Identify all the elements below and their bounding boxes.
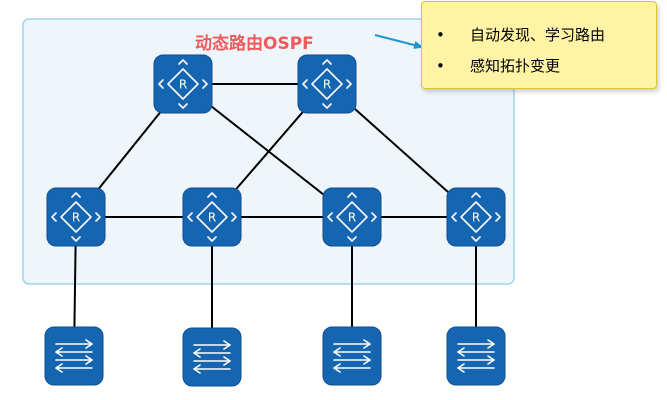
router-r6[interactable]: R (446, 187, 506, 247)
router-r5[interactable]: R (322, 187, 382, 247)
switch-icon (55, 339, 93, 373)
router-r3[interactable]: R (46, 187, 106, 247)
switch-s4[interactable] (446, 326, 506, 386)
switch-s1[interactable] (44, 326, 104, 386)
router-icon: R (327, 192, 377, 242)
router-icon: R (451, 192, 501, 242)
router-icon: R (158, 59, 208, 109)
router-label: R (72, 211, 80, 225)
note-bullet: • (436, 56, 445, 75)
callout-arrow (374, 34, 424, 49)
router-icon: R (302, 59, 352, 109)
router-icon: R (51, 192, 101, 242)
switch-icon (193, 340, 231, 374)
router-label: R (179, 78, 187, 92)
note-text-topology: 感知拓扑变更 (470, 57, 561, 75)
switch-icon (457, 339, 495, 373)
feature-note: • 自动发现、学习路由 • 感知拓扑变更 (421, 1, 657, 89)
router-r1[interactable]: R (153, 54, 213, 114)
router-label: R (348, 211, 356, 225)
router-label: R (323, 78, 331, 92)
note-item-topology: • 感知拓扑变更 (436, 50, 656, 81)
area-title: 动态路由OSPF (195, 33, 314, 54)
router-icon: R (187, 192, 237, 242)
note-item-discover: • 自动发现、学习路由 (436, 19, 656, 50)
nodes-layer: R R R R R R (44, 54, 506, 387)
note-bullet: • (436, 25, 445, 44)
router-label: R (472, 211, 480, 225)
router-r4[interactable]: R (182, 187, 242, 247)
switch-s2[interactable] (182, 327, 242, 387)
switch-icon (333, 339, 371, 373)
router-label: R (208, 211, 216, 225)
note-text-discover: 自动发现、学习路由 (470, 26, 606, 44)
switch-s3[interactable] (322, 326, 382, 386)
router-r2[interactable]: R (297, 54, 357, 114)
